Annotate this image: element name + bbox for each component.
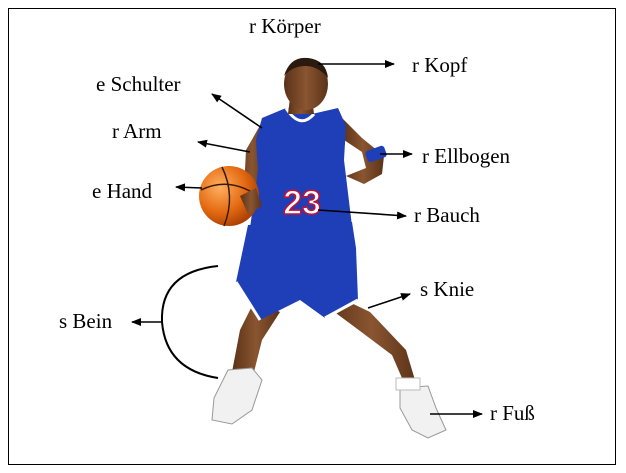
label-arm: r Arm [112,119,162,143]
hand [240,188,262,214]
head [284,58,328,110]
label-knie: s Knie [420,277,475,301]
label-ellbogen: r Ellbogen [422,144,511,168]
right-shoe [399,385,447,439]
left-leg [232,300,280,380]
left-shoe [211,367,263,425]
hand-arrow [175,183,203,192]
label-schulter: e Schulter [96,72,181,96]
schulter-arrow [211,93,263,129]
right-arm [342,118,384,184]
label-bein: s Bein [59,309,113,333]
jersey-number: 23 [283,184,321,222]
label-koerper: r Körper [249,14,321,38]
shorts [236,222,358,320]
label-hand: e Hand [92,179,153,203]
jersey [250,108,352,228]
arm-arrow [197,139,251,153]
bauch-arrow [317,209,407,220]
label-bauch: r Bauch [414,203,480,227]
knie-arrow [367,293,411,309]
leg-bracket [160,265,219,379]
label-kopf: r Kopf [412,53,468,77]
label-fuss: r Fuß [490,401,535,425]
